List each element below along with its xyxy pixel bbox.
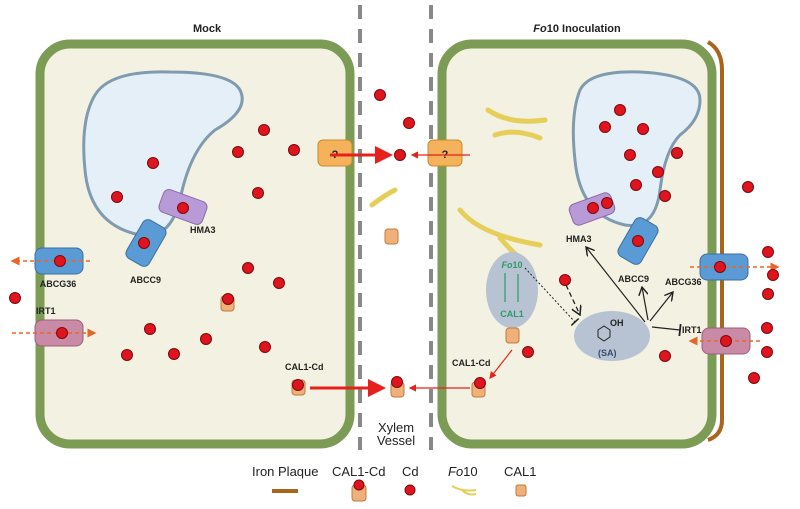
legend-cal1-label: CAL1 [504, 464, 537, 479]
cd-ion [121, 349, 133, 361]
cd-ion [637, 123, 649, 135]
cd-ion [767, 269, 779, 281]
legend-cal1-cd-label: CAL1-Cd [332, 464, 385, 479]
cal1-label-bubble: CAL1 [500, 309, 524, 319]
cd-ion [624, 149, 636, 161]
cd-ion [403, 117, 415, 129]
hma3-label-fo10: HMA3 [566, 234, 592, 244]
cd-ion [762, 288, 774, 300]
cd-ion [599, 121, 611, 133]
cal1-binds-cd-arrow [489, 349, 513, 379]
cd-ion [111, 191, 123, 203]
cd-ion [394, 149, 406, 161]
cd-ion [258, 124, 270, 136]
cd-ion [9, 292, 21, 304]
cd-ion [288, 144, 300, 156]
cd-ion [259, 341, 271, 353]
cd-ion [147, 157, 159, 169]
cd-ion [761, 322, 773, 334]
cal1-cd-label-mock: CAL1-Cd [285, 362, 324, 372]
legend-fo10-swatch [451, 485, 477, 496]
legend-cd-swatch [404, 484, 416, 496]
cd-ion [391, 376, 403, 388]
fo10-inoculation-title: Fo10 Inoculation [533, 23, 621, 35]
abcg36-label-fo10: ABCG36 [665, 277, 702, 287]
cd-ion [200, 333, 212, 345]
fo10-cal1-bubble [486, 252, 538, 328]
legend: Iron Plaque CAL1-Cd Cd Fo10 CAL1 [252, 464, 537, 502]
vessel-label: Vessel [377, 433, 415, 448]
cd-ion [292, 379, 304, 391]
cd-ion [138, 237, 150, 249]
mock-vacuole [82, 70, 244, 238]
cd-ion [522, 346, 534, 358]
irt1-label-fo10: IRT1 [682, 325, 702, 335]
sa-regulation-arrows [586, 247, 682, 337]
abcg36-label-mock: ABCG36 [40, 279, 77, 289]
cd-ion [559, 274, 571, 286]
legend-fo10-label: Fo10 [448, 464, 478, 479]
legend-cal1-cd-dot [353, 479, 365, 491]
fo10-label-bubble: Fo10 [501, 260, 522, 270]
fo10-inhibits-sa-line [524, 267, 580, 326]
cd-ions [9, 89, 779, 391]
mock-title: Mock [193, 23, 222, 35]
cd-ion [232, 146, 244, 158]
cd-ion [632, 235, 644, 247]
cd-ion [659, 350, 671, 362]
cd-ion [659, 190, 671, 202]
hma3-label-mock: HMA3 [190, 225, 216, 235]
cd-ion [144, 323, 156, 335]
cd-ion [54, 255, 66, 267]
unknown-transporter-mock [317, 139, 353, 167]
cd-ion [56, 327, 68, 339]
iron-plaque [706, 40, 724, 442]
legend-cal1-swatch [515, 484, 527, 497]
cal1-cd-label-fo10: CAL1-Cd [452, 358, 491, 368]
cd-ion [374, 89, 386, 101]
cd-ion [252, 187, 264, 199]
legend-cd-label: Cd [402, 464, 419, 479]
sa-bubble [574, 311, 650, 361]
cd-ion [714, 261, 726, 273]
abcc9-label-fo10: ABCC9 [618, 274, 649, 284]
cd-ion [601, 197, 613, 209]
cd-induces-sa-arrow [565, 284, 580, 315]
cd-ion [748, 372, 760, 384]
cd-ion [630, 179, 642, 191]
fo10-vacuole [571, 70, 702, 228]
cd-ion [587, 202, 599, 214]
cd-ion [168, 348, 180, 360]
abcc9-label-mock: ABCC9 [130, 275, 161, 285]
legend-iron-plaque-label: Iron Plaque [252, 464, 319, 479]
oh-label: OH [610, 318, 624, 328]
xylem-label: Xylem [378, 420, 414, 435]
cd-ion [761, 346, 773, 358]
cd-ion [671, 147, 683, 159]
cd-ion [177, 202, 189, 214]
cd-ion [614, 104, 626, 116]
cd-ion [242, 262, 254, 274]
cd-ion [720, 335, 732, 347]
unknown-transporter-fo10 [427, 139, 463, 167]
cd-ion [474, 377, 486, 389]
cd-ion [742, 181, 754, 193]
cd-ion [762, 246, 774, 258]
irt1-label-mock: IRT1 [36, 306, 56, 316]
cd-ion [222, 293, 234, 305]
cd-ion [273, 277, 285, 289]
sa-label: (SA) [598, 348, 617, 358]
cd-ion [652, 166, 664, 178]
sa-structure-icon [597, 325, 611, 342]
